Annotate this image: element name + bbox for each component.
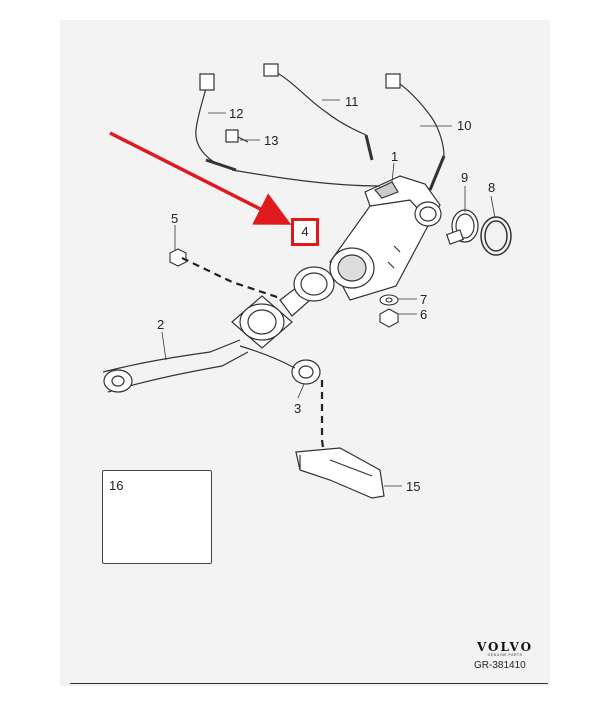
gasket-ring — [293, 266, 335, 302]
footer-rule — [70, 683, 548, 684]
mounting-bracket — [295, 447, 385, 499]
logo-brand-text: VOLVO — [476, 640, 534, 654]
callout-5: 5 — [171, 211, 179, 226]
callout-15: 15 — [406, 479, 421, 494]
callout-leaders — [161, 99, 496, 487]
callout-13: 13 — [264, 133, 279, 148]
callout-8: 8 — [488, 180, 496, 195]
callout-12: 12 — [229, 106, 244, 121]
seal-ring — [480, 216, 512, 256]
logo-subtitle: GENUINE PARTS — [487, 653, 523, 657]
callout-11: 11 — [345, 94, 359, 109]
sensor-wiring — [195, 63, 446, 191]
callout-3: 3 — [294, 401, 302, 416]
highlight-arrow — [109, 131, 292, 225]
diagram-reference: GR-381410 — [474, 660, 526, 671]
callout-16: 16 — [109, 478, 124, 493]
callout-9: 9 — [461, 170, 469, 185]
diagram-sheet — [60, 20, 550, 686]
callout-1: 1 — [391, 149, 399, 164]
inset-detail-box: 16 — [102, 470, 212, 564]
volvo-logo: VOLVO GENUINE PARTS — [470, 640, 540, 657]
highlighted-callout-box: 4 — [291, 218, 319, 246]
flex-coupling — [231, 284, 311, 349]
callout-2: 2 — [157, 317, 165, 332]
callout-7: 7 — [420, 292, 428, 307]
fasteners — [169, 248, 399, 328]
assembly-guides — [181, 257, 328, 471]
rubber-mount — [239, 345, 321, 385]
particulate-filter — [329, 175, 442, 301]
callout-10: 10 — [457, 118, 472, 133]
band-clamp — [445, 209, 479, 245]
callout-6: 6 — [420, 307, 428, 322]
callout-4: 4 — [301, 224, 309, 239]
